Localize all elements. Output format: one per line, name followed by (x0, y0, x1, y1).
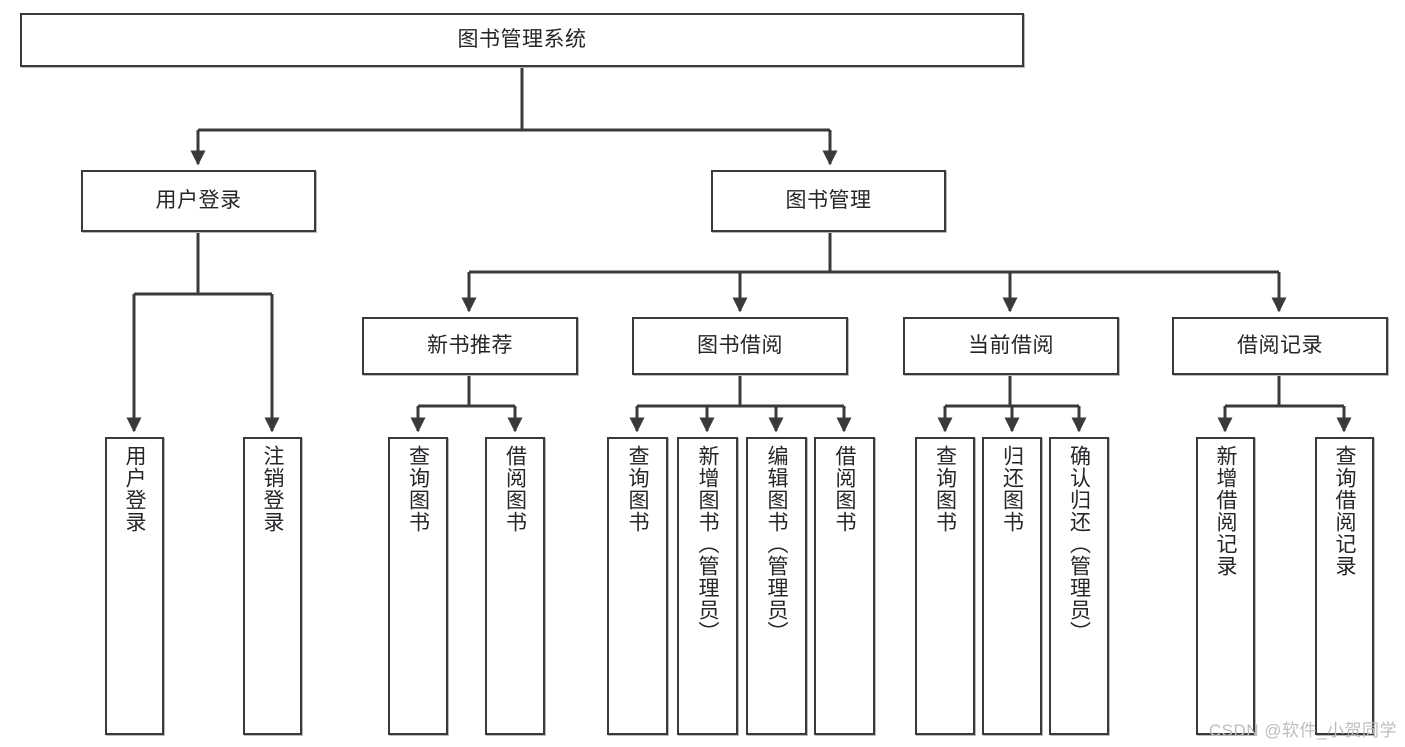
node-label: 借阅图书 (833, 445, 856, 533)
node-book-borrow[interactable]: 图书借阅 (632, 317, 848, 375)
node-label: 图书借阅 (697, 333, 783, 357)
node-label: 当前借阅 (968, 333, 1054, 357)
node-label: 查询图书 (626, 445, 649, 533)
node-label: 借阅图书 (503, 445, 527, 533)
node-label: 查询图书 (933, 445, 957, 533)
node-label: 查询借阅记录 (1333, 445, 1356, 577)
node-label: 查询图书 (406, 445, 430, 533)
node-label: 图书管理系统 (457, 27, 587, 51)
leaf-book-borrow-add-book-admin[interactable]: 新增图书（管理员） (677, 437, 738, 735)
node-label: 图书管理 (785, 188, 872, 212)
leaf-borrow-record-query-record[interactable]: 查询借阅记录 (1315, 437, 1374, 735)
node-borrow-record[interactable]: 借阅记录 (1172, 317, 1388, 375)
leaf-book-borrow-query-books[interactable]: 查询图书 (607, 437, 668, 735)
leaf-borrow-record-add-record[interactable]: 新增借阅记录 (1196, 437, 1255, 735)
node-label: 确认归还（管理员） (1067, 445, 1091, 643)
leaf-new-book-borrow-books[interactable]: 借阅图书 (485, 437, 545, 735)
leaf-new-book-query-books[interactable]: 查询图书 (388, 437, 448, 735)
node-label: 编辑图书（管理员） (765, 445, 788, 643)
leaf-current-borrow-return-books[interactable]: 归还图书 (982, 437, 1042, 735)
node-label: 新增借阅记录 (1214, 445, 1237, 577)
leaf-user-login-logout[interactable]: 注销登录 (243, 437, 302, 735)
node-current-borrow[interactable]: 当前借阅 (903, 317, 1119, 375)
node-book-management[interactable]: 图书管理 (711, 170, 946, 232)
leaf-current-borrow-query-books[interactable]: 查询图书 (915, 437, 975, 735)
node-new-book-recommend[interactable]: 新书推荐 (362, 317, 578, 375)
node-label: 归还图书 (1000, 445, 1024, 533)
leaf-user-login-login[interactable]: 用户登录 (105, 437, 164, 735)
node-label: 新增图书（管理员） (696, 445, 719, 643)
node-label: 新书推荐 (427, 333, 513, 357)
node-root-book-management-system[interactable]: 图书管理系统 (20, 13, 1024, 67)
node-label: 借阅记录 (1237, 333, 1323, 357)
node-label: 用户登录 (155, 188, 242, 212)
leaf-book-borrow-edit-book-admin[interactable]: 编辑图书（管理员） (746, 437, 807, 735)
csdn-watermark: CSDN @软件_小贺同学 (1208, 721, 1397, 740)
leaf-book-borrow-borrow-books[interactable]: 借阅图书 (814, 437, 875, 735)
node-user-login[interactable]: 用户登录 (81, 170, 316, 232)
node-label: 用户登录 (123, 445, 146, 533)
leaf-current-borrow-confirm-return-admin[interactable]: 确认归还（管理员） (1049, 437, 1109, 735)
node-label: 注销登录 (261, 445, 284, 533)
